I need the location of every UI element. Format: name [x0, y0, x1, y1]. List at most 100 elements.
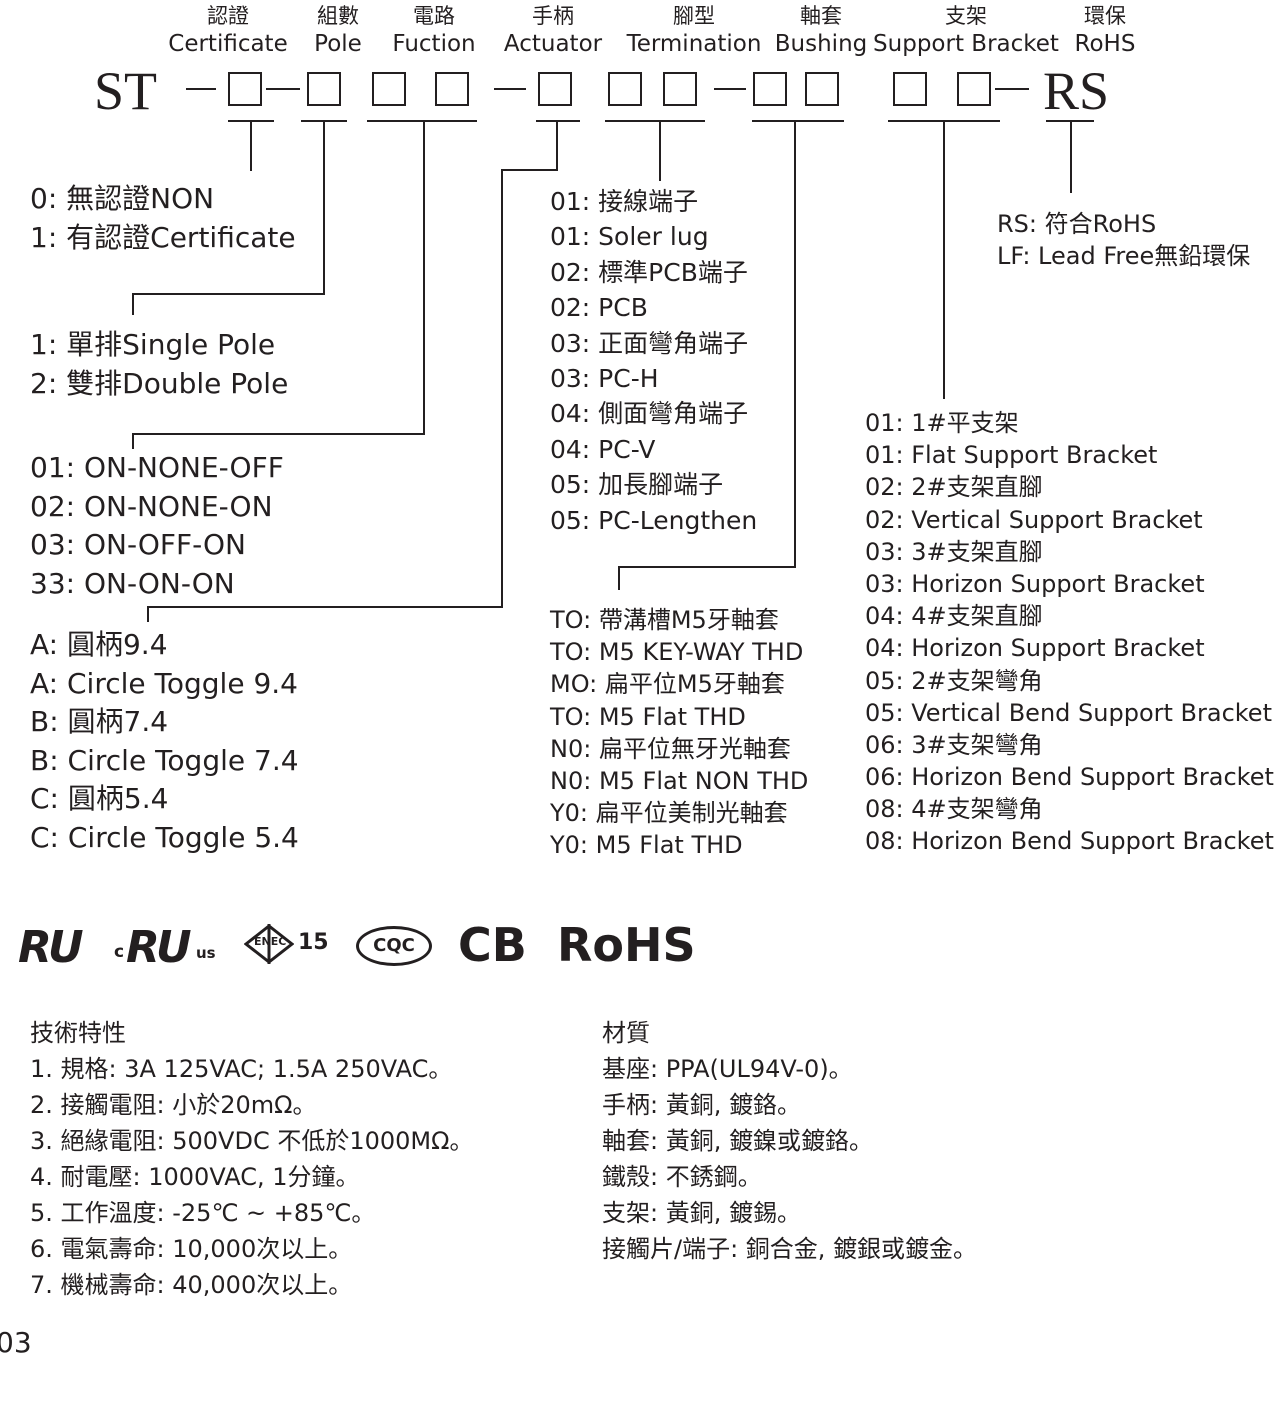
code-box-function-1: [372, 72, 406, 106]
list-item: 04: 4#支架直腳: [865, 602, 1043, 631]
list-item: 02: ON-NONE-ON: [30, 489, 273, 523]
list-item: 04: 側面彎角端子: [550, 399, 749, 429]
list-item: Y0: 扁平位美制光軸套: [550, 799, 788, 828]
list-item: 手柄: 黃銅, 鍍鉻。: [602, 1091, 801, 1119]
list-item: 05: PC-Lengthen: [550, 505, 758, 535]
connector-actuator: [147, 606, 503, 608]
header-en-certificate: Certificate: [168, 31, 288, 57]
underline-function: [367, 120, 477, 122]
code-box-bracket-2: [957, 72, 991, 106]
list-item: 01: Flat Support Bracket: [865, 441, 1158, 470]
list-item: 2. 接觸電阻: 小於20mΩ。: [30, 1091, 317, 1119]
list-item: 02: PCB: [550, 293, 648, 323]
header-en-pole: Pole: [314, 31, 362, 57]
connector-bushing: [618, 566, 620, 590]
connector-certificate: [250, 121, 252, 171]
list-item: 軸套: 黃銅, 鍍鎳或鍍鉻。: [602, 1127, 873, 1155]
header-cn-termination: 腳型: [673, 4, 715, 28]
technical-section: 技術特性 1. 規格: 3A 125VAC; 1.5A 250VAC。 2. 接…: [30, 1015, 473, 1303]
list-item: 06: Horizon Bend Support Bracket: [865, 763, 1274, 792]
connector-actuator: [501, 169, 503, 607]
connector-pole: [132, 293, 325, 295]
separator-dash: [266, 88, 300, 90]
list-item: N0: 扁平位無牙光軸套: [550, 734, 791, 763]
cul-logo: RU: [126, 922, 192, 973]
cul-c-mark: c: [114, 942, 125, 962]
pole-options: 1: 單排Single Pole 2: 雙排Double Pole: [30, 326, 288, 403]
header-cn-certificate: 認證: [207, 4, 249, 28]
list-item: 03: 正面彎角端子: [550, 328, 749, 358]
list-item: 01: Soler lug: [550, 222, 709, 252]
list-item: 支架: 黃銅, 鍍錫。: [602, 1199, 801, 1227]
list-item: 06: 3#支架彎角: [865, 730, 1043, 759]
list-item: MO: 扁平位M5牙軸套: [550, 670, 785, 699]
enec-logo: ENEC: [243, 922, 295, 966]
connector-actuator: [147, 606, 149, 622]
underline-bushing: [752, 120, 844, 122]
separator-dash: [995, 88, 1029, 90]
list-item: 1: 單排Single Pole: [30, 328, 276, 361]
list-item: 01: 接線端子: [550, 187, 699, 216]
header-cn-actuator: 手柄: [532, 4, 574, 28]
list-item: C: Circle Toggle 5.4: [30, 820, 299, 854]
header-cn-pole: 組數: [317, 4, 359, 28]
list-item: 03: 3#支架直腳: [865, 537, 1043, 566]
material-section: 材質 基座: PPA(UL94V-0)。 手柄: 黃銅, 鍍鉻。 軸套: 黃銅,…: [602, 1015, 977, 1267]
connector-function: [132, 433, 134, 449]
header-cn-bracket: 支架: [945, 4, 987, 28]
connector-bracket: [943, 121, 945, 399]
actuator-options: A: 圓柄9.4 A: Circle Toggle 9.4 B: 圓柄7.4 B…: [30, 626, 299, 858]
list-item: 6. 電氣壽命: 10,000次以上。: [30, 1235, 353, 1263]
rohs-options: RS: 符合RoHS LF: Lead Free無鉛環保: [997, 208, 1250, 272]
list-item: 01: ON-NONE-OFF: [30, 451, 284, 484]
ul-logo: RU: [18, 922, 84, 973]
list-item: 02: Vertical Support Bracket: [865, 505, 1203, 534]
connector-termination: [659, 121, 661, 181]
list-item: 鐵殼: 不銹鋼。: [602, 1163, 762, 1191]
rohs-logo: RoHS: [557, 918, 696, 972]
underline-termination: [605, 120, 705, 122]
separator-dash: [494, 88, 526, 90]
header-en-termination: Termination: [626, 31, 762, 57]
underline-actuator: [536, 120, 580, 122]
list-item: 0: 無認證NON: [30, 182, 215, 215]
list-item: 接觸片/端子: 銅合金, 鍍銀或鍍金。: [602, 1235, 978, 1263]
code-box-bushing-1: [753, 72, 787, 106]
connector-actuator: [501, 169, 558, 171]
code-box-bushing-2: [805, 72, 839, 106]
function-options: 01: ON-NONE-OFF 02: ON-NONE-ON 03: ON-OF…: [30, 449, 284, 603]
list-item: 7. 機械壽命: 40,000次以上。: [30, 1271, 353, 1299]
connector-bushing: [794, 121, 796, 567]
header-en-bushing: Bushing: [774, 31, 868, 57]
header-en-bracket: Support Bracket: [873, 31, 1059, 57]
enec-number: 15: [298, 930, 329, 955]
header-en-actuator: Actuator: [503, 31, 603, 57]
list-item: B: Circle Toggle 7.4: [30, 743, 299, 777]
list-item: Y0: M5 Flat THD: [550, 831, 743, 860]
list-item: A: 圓柄9.4: [30, 628, 168, 661]
connector-function: [423, 121, 425, 434]
code-box-pole: [307, 72, 341, 106]
enec-text: ENEC: [254, 935, 287, 948]
list-item: LF: Lead Free無鉛環保: [997, 242, 1251, 271]
list-item: 02: 標準PCB端子: [550, 257, 748, 287]
list-item: N0: M5 Flat NON THD: [550, 766, 809, 795]
code-box-actuator: [538, 72, 572, 106]
list-item: TO: M5 Flat THD: [550, 702, 746, 731]
list-item: 基座: PPA(UL94V-0)。: [602, 1055, 853, 1083]
list-item: RS: 符合RoHS: [997, 210, 1157, 238]
list-item: 02: 2#支架直腳: [865, 473, 1043, 502]
header-cn-bushing: 軸套: [800, 4, 842, 28]
list-item: 03: ON-OFF-ON: [30, 528, 246, 562]
list-item: 33: ON-ON-ON: [30, 566, 235, 600]
list-item: 1. 規格: 3A 125VAC; 1.5A 250VAC。: [30, 1055, 453, 1083]
connector-rohs: [1070, 121, 1072, 193]
cul-us-mark: us: [196, 944, 216, 962]
code-box-certificate: [228, 72, 262, 106]
list-item: 5. 工作溫度: -25℃ ~ +85℃。: [30, 1199, 376, 1227]
list-item: 03: Horizon Support Bracket: [865, 569, 1205, 598]
section-title: 材質: [602, 1019, 650, 1047]
section-title: 技術特性: [30, 1019, 126, 1047]
cqc-logo: CQC: [356, 926, 432, 966]
list-item: C: 圓柄5.4: [30, 782, 169, 816]
